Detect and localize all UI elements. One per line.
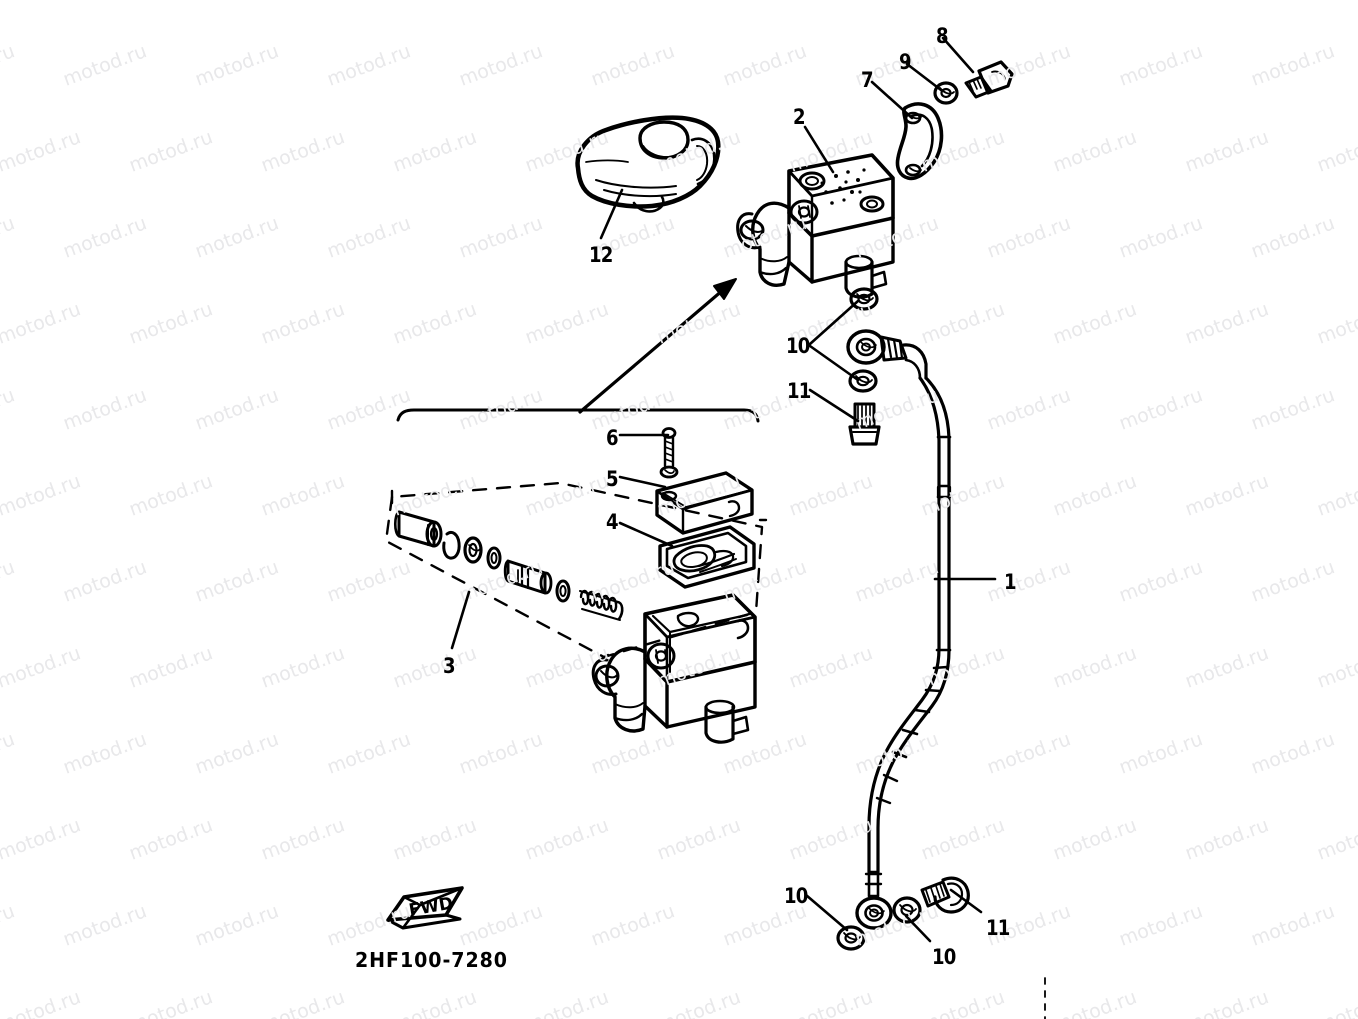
- assembly-arrow: [396, 278, 760, 423]
- reservoir-diaphragm-art: [658, 525, 756, 589]
- master-cylinder-body-art: [591, 593, 757, 744]
- callout-leader: [949, 888, 983, 914]
- callout-leader: [808, 388, 860, 423]
- upper-union-art: [846, 287, 928, 446]
- lower-union-art: [836, 870, 970, 951]
- master-cylinder-assembly-art: [736, 153, 895, 299]
- callout-number-master-cylinder-repair-kit: 3: [443, 654, 456, 678]
- callout-number-union-bolt-lower: 11: [986, 916, 1010, 940]
- callout-number-union-copper-washer-lower-right: 10: [932, 945, 956, 969]
- callout-number-brake-hose: 1: [1004, 570, 1017, 594]
- callout-leader: [618, 521, 674, 548]
- callout-number-union-copper-washer-upper: 10: [786, 334, 810, 358]
- callout-number-union-bolt-upper: 11: [787, 379, 811, 403]
- callout-leader: [941, 36, 975, 74]
- handlebar-holder-bracket-art: [895, 102, 944, 181]
- callout-number-master-cylinder-assembly: 2: [793, 105, 806, 129]
- callout-number-reservoir-diaphragm: 4: [606, 510, 619, 534]
- callout-leader: [804, 893, 849, 932]
- reservoir-cap-plate-art: [655, 471, 754, 535]
- reservoir-cap-cover-art: [575, 115, 721, 213]
- callout-number-holder-bolt: 8: [936, 24, 949, 48]
- callout-leader: [599, 188, 624, 240]
- repair-kit-parts-art: [393, 510, 624, 621]
- callout-number-holder-washer: 9: [899, 50, 912, 74]
- callout-leader: [803, 125, 835, 174]
- holder-bolt-art: [964, 60, 1014, 99]
- callout-leader: [808, 344, 860, 382]
- callout-leader: [870, 80, 914, 120]
- callout-leader: [450, 590, 471, 650]
- cap-screw-art: [659, 427, 679, 479]
- callout-number-handlebar-holder-bracket: 7: [861, 68, 874, 92]
- callout-number-reservoir-cap-plate: 5: [606, 467, 619, 491]
- callout-leader: [808, 299, 860, 346]
- callout-leader: [618, 475, 667, 489]
- brake-hose-art: [867, 376, 952, 874]
- callout-number-union-copper-washer-lower-left: 10: [784, 884, 808, 908]
- diagram-part-number: 2HF100-7280: [355, 948, 508, 972]
- fwd-marker-art: [386, 886, 464, 930]
- callout-number-reservoir-cap-cover: 12: [589, 243, 613, 267]
- callout-leader: [904, 914, 932, 943]
- callout-leader: [905, 62, 943, 92]
- callout-number-cap-screw: 6: [606, 426, 619, 450]
